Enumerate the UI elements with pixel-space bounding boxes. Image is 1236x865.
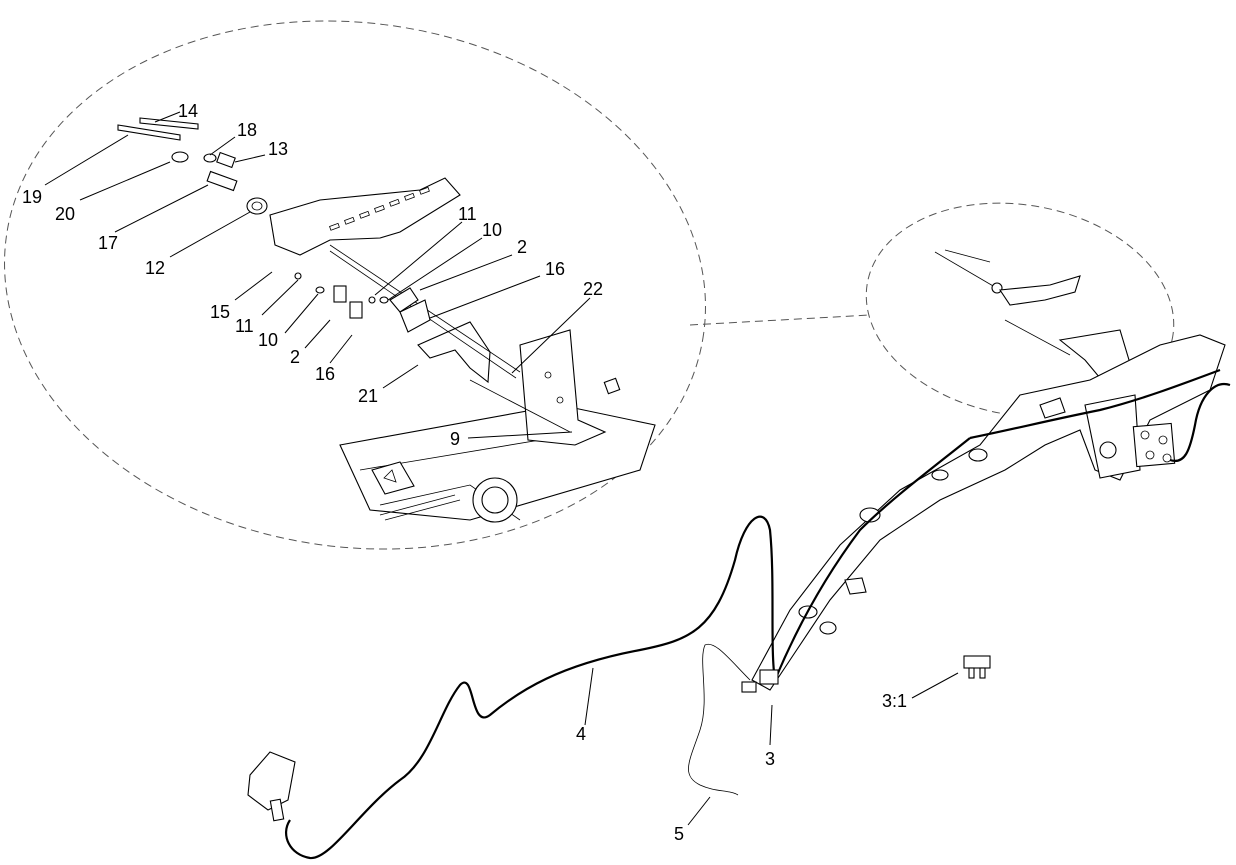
callout-9: 9 <box>450 429 460 449</box>
detail-view-outline <box>4 20 1175 550</box>
fuse-icon <box>963 655 991 679</box>
callout-10-upper: 10 <box>482 220 502 240</box>
hitch-frame <box>751 334 1226 691</box>
callout-22: 22 <box>583 279 603 299</box>
callout-17: 17 <box>98 233 118 253</box>
callout-21: 21 <box>358 386 378 406</box>
slot-row <box>329 186 430 231</box>
leader-lines <box>44 111 959 826</box>
callout-4: 4 <box>576 724 586 744</box>
callout-3-1: 3:1 <box>882 691 907 711</box>
callout-12: 12 <box>145 258 165 278</box>
wire-harness <box>284 368 1231 860</box>
small-detail-thumbnail <box>934 249 1136 391</box>
callout-3: 3 <box>765 749 775 769</box>
callout-16-lower: 16 <box>315 364 335 384</box>
callout-15: 15 <box>210 302 230 322</box>
callout-10-lower: 10 <box>258 330 278 350</box>
callout-19: 19 <box>22 187 42 207</box>
callout-11-lower: 11 <box>235 316 254 336</box>
bracket-assembly-detail <box>117 117 656 523</box>
callout-18: 18 <box>237 120 257 140</box>
callout-14: 14 <box>178 101 198 121</box>
connector-junction <box>741 669 779 693</box>
callout-labels: 14 18 13 19 20 17 12 11 10 2 16 22 15 11… <box>22 101 907 844</box>
callout-20: 20 <box>55 204 75 224</box>
callout-2-lower: 2 <box>290 347 300 367</box>
callout-16-upper: 16 <box>545 259 565 279</box>
callout-13: 13 <box>268 139 288 159</box>
callout-5: 5 <box>674 824 684 844</box>
control-box <box>247 751 296 822</box>
callout-11-upper: 11 <box>458 204 477 224</box>
callout-2-upper: 2 <box>517 237 527 257</box>
